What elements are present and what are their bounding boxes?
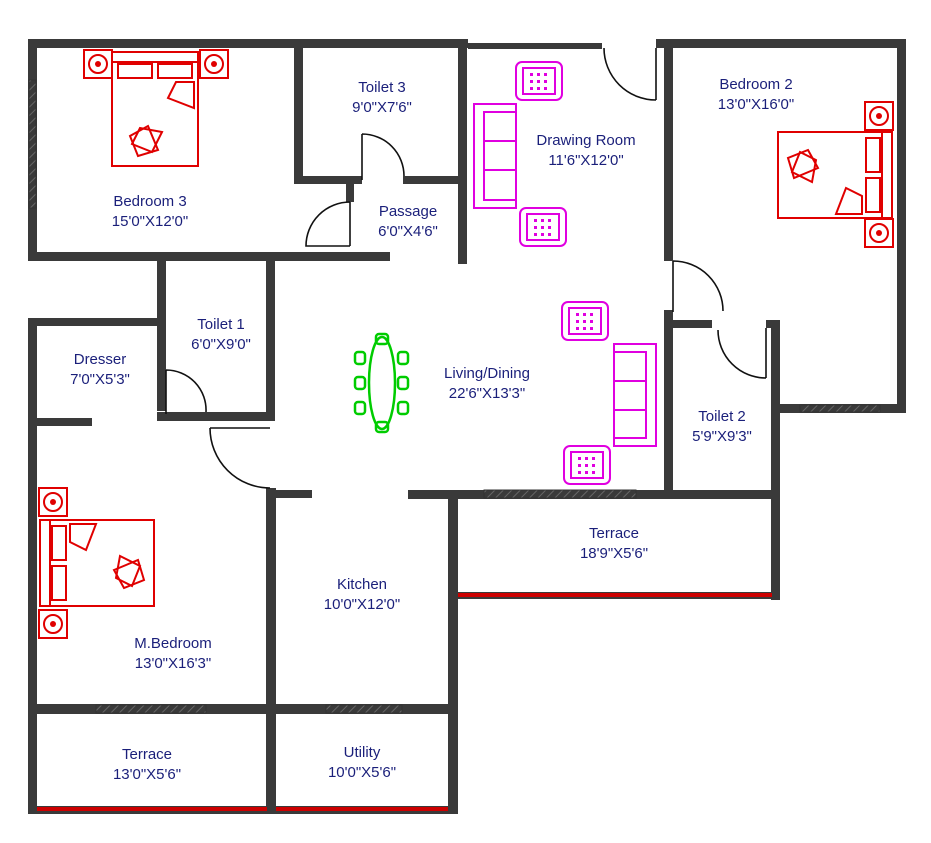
room-dimensions: 6'0"X4'6"	[378, 223, 438, 240]
room-bedroom2: Bedroom 2 13'0"X16'0"	[718, 76, 794, 113]
room-mbedroom: M.Bedroom 13'0"X16'3"	[134, 635, 212, 672]
room-dimensions: 15'0"X12'0"	[112, 213, 188, 230]
dining-table	[353, 332, 410, 434]
room-passage: Passage 6'0"X4'6"	[378, 203, 438, 240]
terrace-edges	[37, 593, 772, 811]
nightstand-icon	[38, 609, 68, 639]
nightstand-icon	[38, 487, 68, 517]
armchair-icon	[515, 61, 563, 101]
windows	[28, 79, 881, 714]
room-name: Toilet 2	[698, 408, 746, 425]
room-dimensions: 22'6"X13'3"	[449, 385, 525, 402]
room-dimensions: 10'0"X12'0"	[324, 596, 400, 613]
room-dimensions: 11'6"X12'0"	[548, 152, 623, 169]
room-bedroom3: Bedroom 3 15'0"X12'0"	[112, 193, 188, 230]
bed-bedroom3	[111, 51, 199, 167]
room-dimensions: 6'0"X9'0"	[191, 336, 251, 353]
room-dimensions: 5'9"X9'3"	[692, 428, 752, 445]
nightstand-icon	[83, 49, 113, 79]
room-dimensions: 7'0"X5'3"	[70, 371, 130, 388]
room-drawing: Drawing Room 11'6"X12'0"	[536, 132, 635, 169]
doors	[165, 47, 767, 489]
bed-mbedroom	[39, 519, 155, 607]
bed-bedroom2	[777, 131, 893, 219]
armchair-icon	[519, 207, 567, 247]
room-name: Utility	[344, 744, 381, 761]
room-name: Dresser	[74, 351, 127, 368]
walls	[28, 39, 906, 814]
room-dimensions: 10'0"X5'6"	[328, 764, 396, 781]
sofa-living	[613, 343, 657, 447]
armchair-icon	[563, 445, 611, 485]
room-name: Toilet 1	[197, 316, 245, 333]
room-toilet1: Toilet 1 6'0"X9'0"	[191, 316, 251, 353]
room-name: Terrace	[589, 525, 639, 542]
room-living: Living/Dining 22'6"X13'3"	[444, 365, 530, 402]
room-name: Passage	[379, 203, 437, 220]
room-dimensions: 18'9"X5'6"	[580, 545, 648, 562]
room-name: Living/Dining	[444, 365, 530, 382]
nightstand-icon	[864, 101, 894, 131]
room-toilet2: Toilet 2 5'9"X9'3"	[692, 408, 752, 445]
room-terrace-left: Terrace 13'0"X5'6"	[113, 746, 181, 783]
room-name: M.Bedroom	[134, 635, 212, 652]
room-name: Bedroom 3	[113, 193, 186, 210]
room-dimensions: 13'0"X16'0"	[718, 96, 794, 113]
room-kitchen: Kitchen 10'0"X12'0"	[324, 576, 400, 613]
room-toilet3: Toilet 3 9'0"X7'6"	[352, 79, 412, 116]
nightstand-icon	[864, 218, 894, 248]
room-dresser: Dresser 7'0"X5'3"	[70, 351, 130, 388]
room-utility: Utility 10'0"X5'6"	[328, 744, 396, 781]
room-dimensions: 13'0"X16'3"	[135, 655, 211, 672]
sofa-drawing-room	[473, 103, 517, 209]
nightstand-icon	[199, 49, 229, 79]
room-dimensions: 9'0"X7'6"	[352, 99, 412, 116]
room-dimensions: 13'0"X5'6"	[113, 766, 181, 783]
room-name: Terrace	[122, 746, 172, 763]
room-name: Bedroom 2	[719, 76, 792, 93]
armchair-icon	[561, 301, 609, 341]
room-terrace-right: Terrace 18'9"X5'6"	[580, 525, 648, 562]
room-name: Kitchen	[337, 576, 387, 593]
room-name: Drawing Room	[536, 132, 635, 149]
room-name: Toilet 3	[358, 79, 406, 96]
